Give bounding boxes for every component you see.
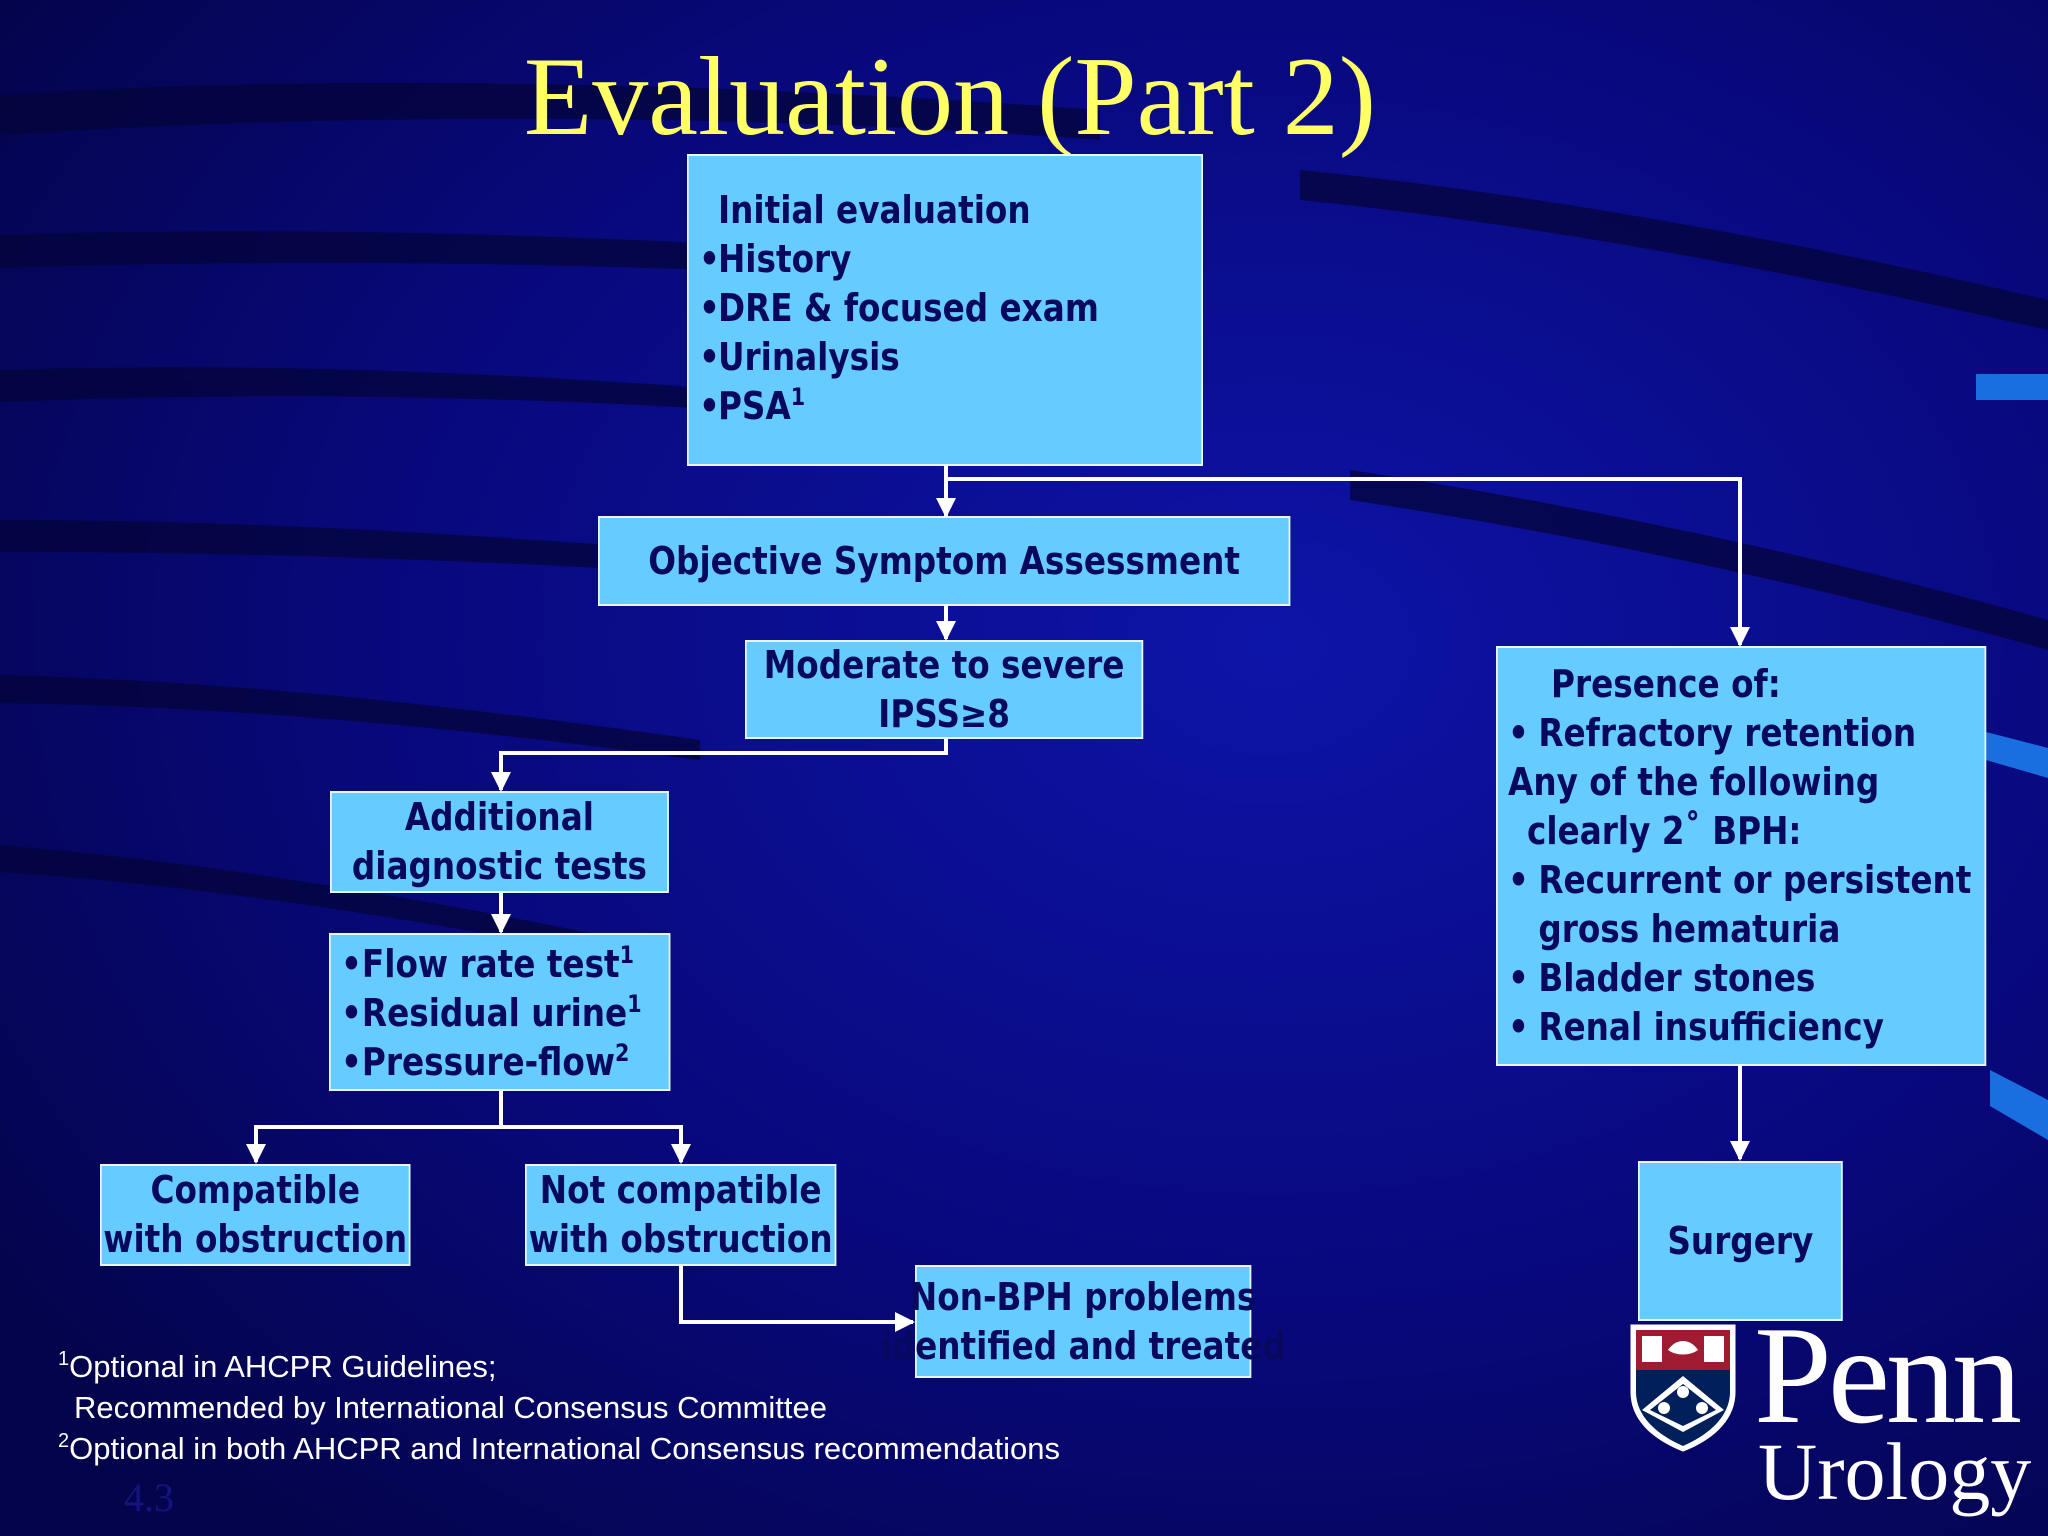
- presence-item-hematuria-cont: gross hematuria: [1538, 907, 1841, 951]
- presence-heading: Presence of:: [1551, 662, 1781, 706]
- compatible-line1: Compatible: [150, 1168, 360, 1212]
- logo-urology-text: Urology: [1758, 1426, 2032, 1517]
- moderate-severe-line2: IPSS≥8: [878, 691, 1011, 736]
- objective-symptom-box: Objective Symptom Assessment: [598, 516, 1291, 606]
- connector-tests-to-compatible: [246, 1090, 503, 1164]
- footnote-1-cont: Recommended by International Consensus C…: [74, 1390, 827, 1425]
- non-bph-box: Non-BPH problems identified and treated: [881, 1265, 1286, 1378]
- moderate-severe-line1: Moderate to severe: [763, 642, 1125, 687]
- not-compatible-box: Not compatible with obstruction: [525, 1164, 837, 1266]
- non-bph-line1: Non-BPH problems: [909, 1274, 1257, 1319]
- connector-tests-to-not-compatible: [501, 1125, 691, 1164]
- surgery-box: Surgery: [1638, 1161, 1843, 1321]
- additional-tests-line2: diagnostic tests: [351, 844, 647, 888]
- connector-not-compatible-to-non-bph: [679, 1265, 915, 1332]
- connector-moderate-to-additional: [491, 738, 948, 792]
- connector-initial-to-presence: [946, 477, 1750, 647]
- penn-shield-icon: [1630, 1324, 1736, 1452]
- additional-tests-line1: Additional: [404, 795, 594, 839]
- presence-clearly-bph: clearly 2˚ BPH:: [1526, 809, 1802, 853]
- initial-item-history: •History: [699, 237, 852, 281]
- footnote-1: 1Optional in AHCPR Guidelines;: [58, 1348, 497, 1384]
- psa-footnote-mark: 1: [790, 383, 806, 411]
- footnotes: 1Optional in AHCPR Guidelines; Recommend…: [58, 1346, 1060, 1469]
- surgery-label: Surgery: [1667, 1218, 1814, 1263]
- logo-penn-text: Penn: [1754, 1298, 2022, 1453]
- test-pressure-flow: •Pressure-flow2: [341, 1039, 630, 1084]
- slide-title: Evaluation (Part 2): [523, 35, 1377, 159]
- non-bph-line2: identified and treated: [880, 1323, 1286, 1368]
- moderate-severe-box: Moderate to severe IPSS≥8: [745, 640, 1144, 739]
- objective-symptom-label: Objective Symptom Assessment: [648, 538, 1241, 583]
- diagnostic-tests-list-box: •Flow rate test1 •Residual urine1 •Press…: [329, 933, 671, 1091]
- presence-item-hematuria: • Recurrent or persistent: [1508, 858, 1972, 902]
- slide-number: 4.3: [124, 1475, 174, 1520]
- presence-of-box: Presence of: • Refractory retention Any …: [1496, 646, 1987, 1066]
- compatible-box: Compatible with obstruction: [100, 1164, 411, 1266]
- penn-urology-logo: Penn Urology: [1628, 1298, 2032, 1518]
- initial-evaluation-heading: Initial evaluation: [717, 188, 1031, 232]
- not-compatible-line1: Not compatible: [539, 1168, 822, 1212]
- additional-tests-box: Additional diagnostic tests: [330, 791, 669, 893]
- initial-item-urinalysis: •Urinalysis: [699, 335, 900, 379]
- presence-item-stones: • Bladder stones: [1508, 956, 1816, 1000]
- initial-item-psa: •PSA1: [699, 383, 806, 428]
- test-flow-rate: •Flow rate test1: [341, 941, 635, 986]
- presence-item-retention: • Refractory retention: [1508, 711, 1917, 755]
- compatible-line2: with obstruction: [103, 1217, 408, 1261]
- presence-item-renal: • Renal insufficiency: [1508, 1005, 1884, 1049]
- initial-item-dre: •DRE & focused exam: [699, 286, 1099, 330]
- footnote-2: 2Optional in both AHCPR and Internationa…: [58, 1430, 1060, 1466]
- test-residual-urine: •Residual urine1: [341, 990, 642, 1035]
- initial-evaluation-box: Initial evaluation •History •DRE & focus…: [687, 154, 1203, 466]
- presence-any-following: Any of the following: [1508, 760, 1880, 804]
- not-compatible-line2: with obstruction: [528, 1217, 833, 1261]
